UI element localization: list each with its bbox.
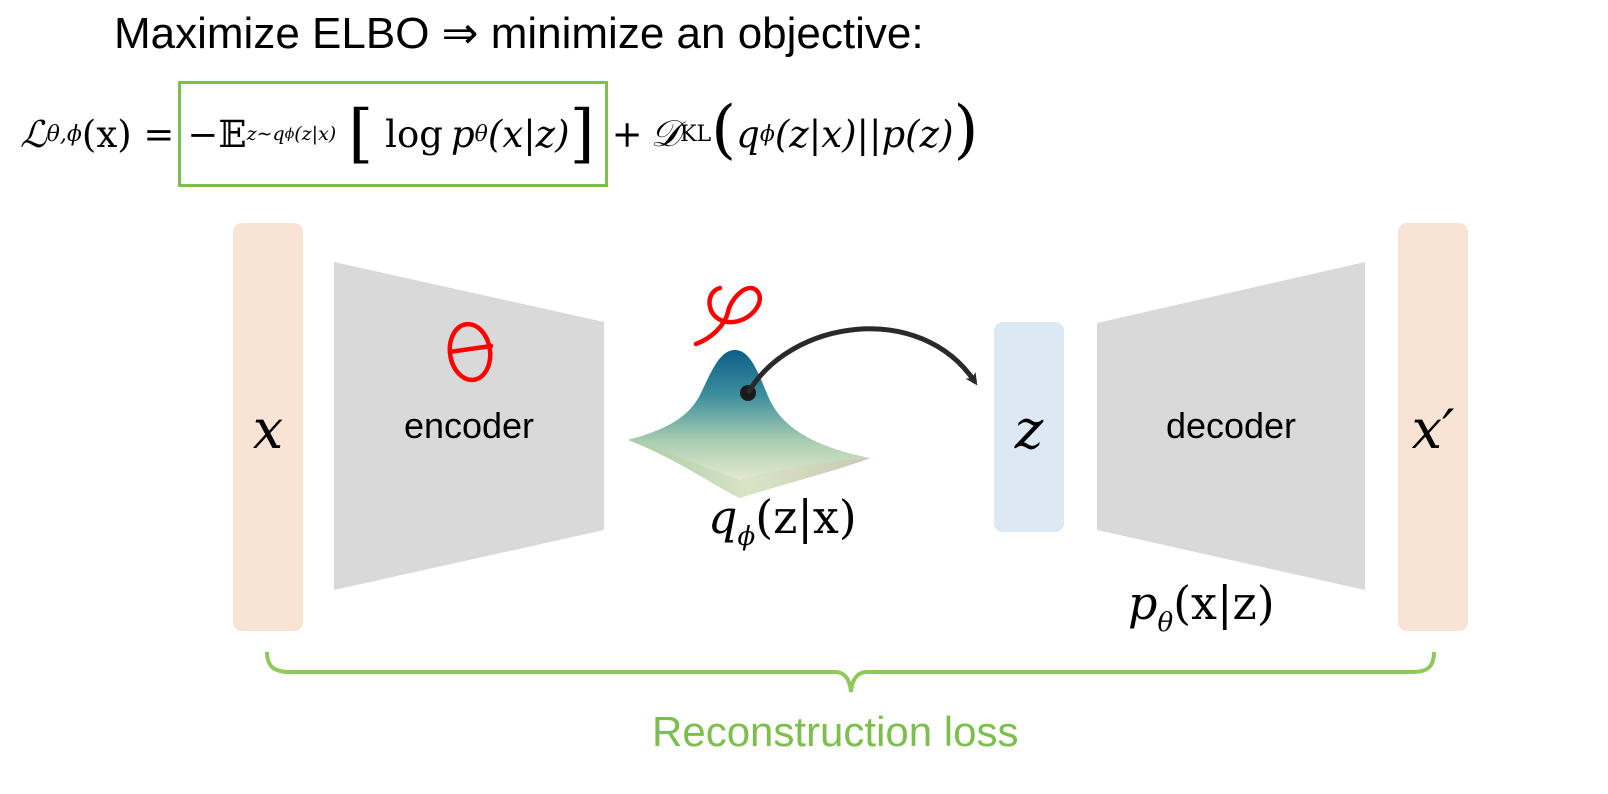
gaussian-surface bbox=[628, 350, 870, 498]
likelihood-label-p: p bbox=[1128, 576, 1158, 630]
input-variable-label: x bbox=[252, 398, 284, 461]
output-variable-label: x′ bbox=[1411, 398, 1455, 461]
plus-sign: + bbox=[611, 112, 643, 156]
decoder-label: decoder bbox=[1165, 405, 1297, 446]
decoder-block bbox=[1097, 262, 1365, 590]
reconstruction-brace bbox=[265, 651, 1436, 693]
likelihood-p: p bbox=[450, 112, 475, 156]
kl-symbol: 𝒟 bbox=[650, 112, 681, 155]
likelihood-label-argument: (x|z) bbox=[1173, 576, 1275, 630]
minus-sign: − bbox=[187, 112, 219, 156]
input-bar bbox=[233, 223, 303, 631]
kl-q-argument: (z|x)||p(z) bbox=[774, 112, 954, 156]
encoder-block bbox=[334, 262, 604, 590]
posterior-subscript: ϕ bbox=[737, 522, 756, 552]
sampling-arrow bbox=[745, 326, 978, 395]
posterior-label: qϕ(z|x) bbox=[708, 490, 857, 552]
kl-q: q bbox=[736, 112, 760, 156]
kl-q-subscript: ϕ bbox=[759, 121, 775, 147]
likelihood-label: pθ(x|z) bbox=[1128, 576, 1275, 638]
likelihood-label-subscript: θ bbox=[1157, 608, 1174, 638]
likelihood-argument: (x|z) bbox=[487, 112, 570, 156]
expectation-subscript-arg: (z|x) bbox=[294, 123, 337, 145]
loss-symbol: ℒ bbox=[20, 112, 47, 156]
loss-argument: (x) = bbox=[81, 112, 175, 156]
reconstruction-loss-label: Reconstruction loss bbox=[652, 708, 1019, 755]
expectation-symbol: 𝔼 bbox=[218, 112, 247, 156]
latent-bar bbox=[994, 322, 1064, 532]
handwritten-theta-icon bbox=[447, 321, 494, 383]
handwritten-phi-icon bbox=[693, 285, 763, 347]
right-bracket: ] bbox=[569, 97, 595, 171]
expectation-subscript-phi: ϕ bbox=[284, 126, 295, 142]
slide-title: Maximize ELBO ⇒ minimize an objective: bbox=[114, 9, 924, 58]
output-bar bbox=[1398, 223, 1468, 631]
kl-right-paren: ) bbox=[953, 93, 979, 167]
expectation-subscript: z∼q bbox=[246, 123, 285, 145]
kl-left-paren: ( bbox=[711, 93, 737, 167]
posterior-argument: (z|x) bbox=[755, 490, 857, 544]
left-bracket: [ bbox=[348, 97, 374, 171]
kl-subscript: KL bbox=[680, 121, 712, 147]
loss-subscript: θ,ϕ bbox=[46, 121, 82, 147]
log-operator: log bbox=[385, 112, 443, 156]
posterior-q: q bbox=[708, 490, 738, 544]
latent-variable-label: z bbox=[1014, 398, 1044, 461]
encoder-label: encoder bbox=[403, 405, 535, 446]
likelihood-subscript: θ bbox=[474, 121, 488, 147]
